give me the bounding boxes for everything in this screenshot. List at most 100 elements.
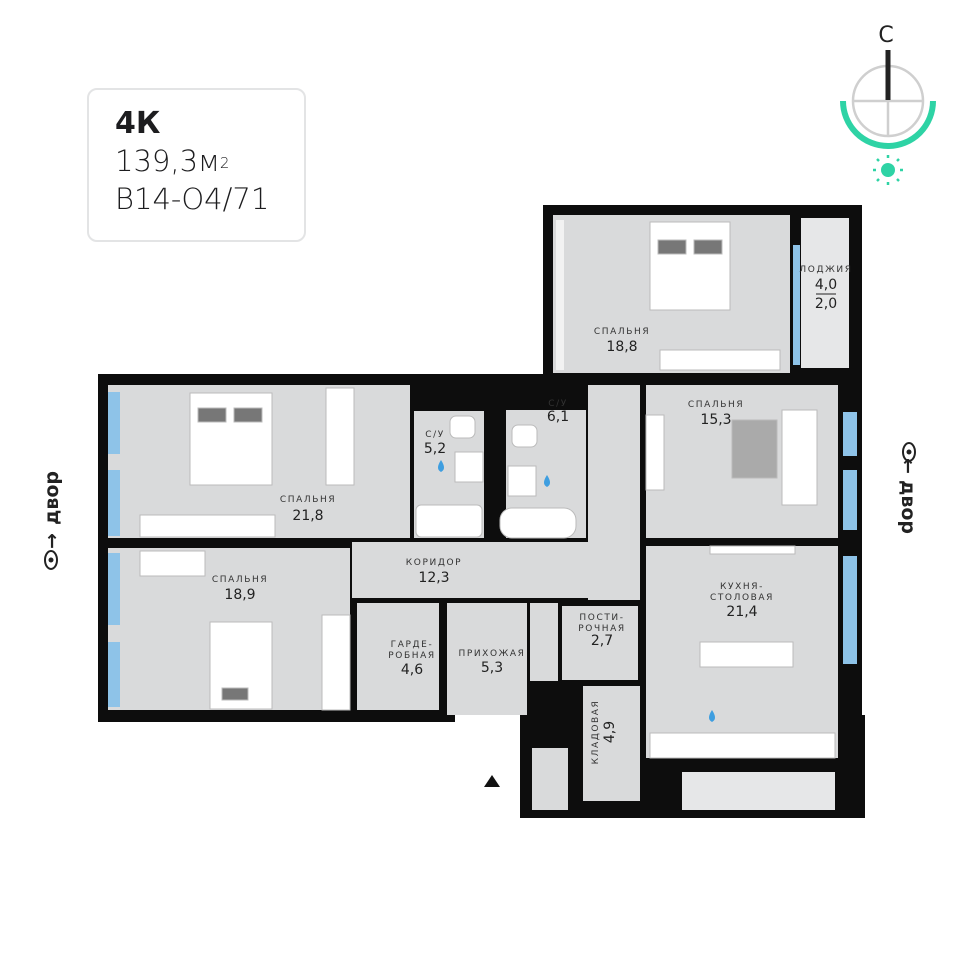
room-closet [530,603,558,681]
label-kitchen-1: КУХНЯ- [720,582,764,592]
left-yard-label: двор → [41,471,63,570]
area-bath-2: 6,1 [547,409,569,425]
area-bedroom-left-bottom: 18,9 [224,587,255,603]
area-bedroom-top: 18,8 [606,339,637,355]
window [843,556,857,664]
sun-icon [873,155,903,185]
area-bedroom-right: 15,3 [700,412,731,428]
desk [139,514,276,538]
wardrobe-cabinet [321,614,351,711]
tv-stand [709,545,796,555]
service-shaft [532,748,568,810]
sink [454,451,484,483]
label-hall: ПРИХОЖАЯ [458,649,525,659]
label-bath-1: С/У [425,430,445,440]
service-area [682,772,835,810]
label-bath-2: С/У [548,399,568,409]
bed [649,221,731,311]
area-bedroom-left-top: 21,8 [292,508,323,524]
window [108,553,120,625]
window [108,642,120,707]
label-loggia: ЛОДЖИЯ [799,265,852,275]
window [843,412,857,456]
area-loggia-reduced: 2,0 [815,296,837,312]
toilet [449,415,476,439]
area-storage: 4,9 [602,721,618,743]
cabinet [645,414,665,491]
apartment-code: В14-О4/71 [115,182,270,216]
bed [189,392,273,486]
label-bedroom-right: СПАЛЬНЯ [688,400,744,410]
label-storage: КЛАДОВАЯ [591,700,601,765]
water-drop-icon [544,475,550,487]
area-unit-sup: 2 [219,154,230,172]
label-kitchen-2: СТОЛОВАЯ [710,593,774,603]
compass-north-label: С [878,23,893,48]
window [793,245,800,365]
arrow-up-icon: → [41,533,63,549]
sun-arc [840,100,936,149]
room-wardrobe [357,603,439,710]
water-drop-icon [709,710,715,722]
area-loggia: 4,0 [815,277,837,293]
kitchen-counter [649,732,836,759]
compass: С [840,23,936,185]
label-corridor: КОРИДОР [406,558,462,568]
pillow [693,239,723,255]
pillow [221,687,249,701]
area-kitchen: 21,4 [726,604,757,620]
label-wardrobe-1: ГАРДЕ- [391,640,434,650]
sofa [781,409,818,506]
room-storage [583,686,640,801]
area-corridor: 12,3 [418,570,449,586]
label-laundry-1: ПОСТИ- [579,613,624,623]
pillow [657,239,687,255]
storage-label: КЛАДОВАЯ 4,9 [591,700,618,765]
window [843,470,857,530]
label-bedroom-left-top: СПАЛЬНЯ [280,495,336,505]
area-hall: 5,3 [481,660,503,676]
furniture [139,221,836,759]
area-bath-1: 5,2 [424,441,446,457]
area-value: 139,3 [115,144,199,178]
windows [108,220,857,707]
room-loggia [801,218,849,368]
apartment-area: 139,3м2 [115,142,304,180]
bathtub [499,507,577,539]
rug [731,419,778,479]
sink [507,465,537,497]
apartment-info-card: 4К 139,3м2 В14-О4/71 [87,88,306,242]
area-laundry: 2,7 [591,633,613,649]
area-unit: м [198,144,220,178]
water-drop-icons [438,460,715,722]
wardrobe-cabinet [325,387,355,486]
bathtub [415,504,483,538]
window [108,392,120,454]
toilet [511,424,538,448]
eye-icon [902,442,916,462]
room-hall [447,603,527,715]
pillow [233,407,263,423]
room-laundry [562,606,638,680]
left-yard-text: двор [41,471,63,525]
right-yard-text: двор [897,480,919,534]
window [108,470,120,536]
apartment-type: 4К [115,106,161,141]
entrance-area [455,715,520,825]
label-laundry-2: РОЧНАЯ [578,624,625,634]
eye-icon [44,550,58,570]
dining-table [699,641,794,668]
label-wardrobe-2: РОБНАЯ [388,651,435,661]
water-drop-icon [438,460,444,472]
window [556,220,564,370]
desk [659,349,781,371]
entrance-arrow-icon [484,775,500,787]
room-labels: СПАЛЬНЯ 18,8 ЛОДЖИЯ 4,0 2,0 СПАЛЬНЯ 21,8… [212,265,852,765]
pillow [197,407,227,423]
room-corridor-north [588,385,640,600]
desk [139,550,206,577]
label-bedroom-top: СПАЛЬНЯ [594,327,650,337]
right-yard-label: двор ← [897,442,919,534]
arrow-down-icon: ← [897,458,919,474]
